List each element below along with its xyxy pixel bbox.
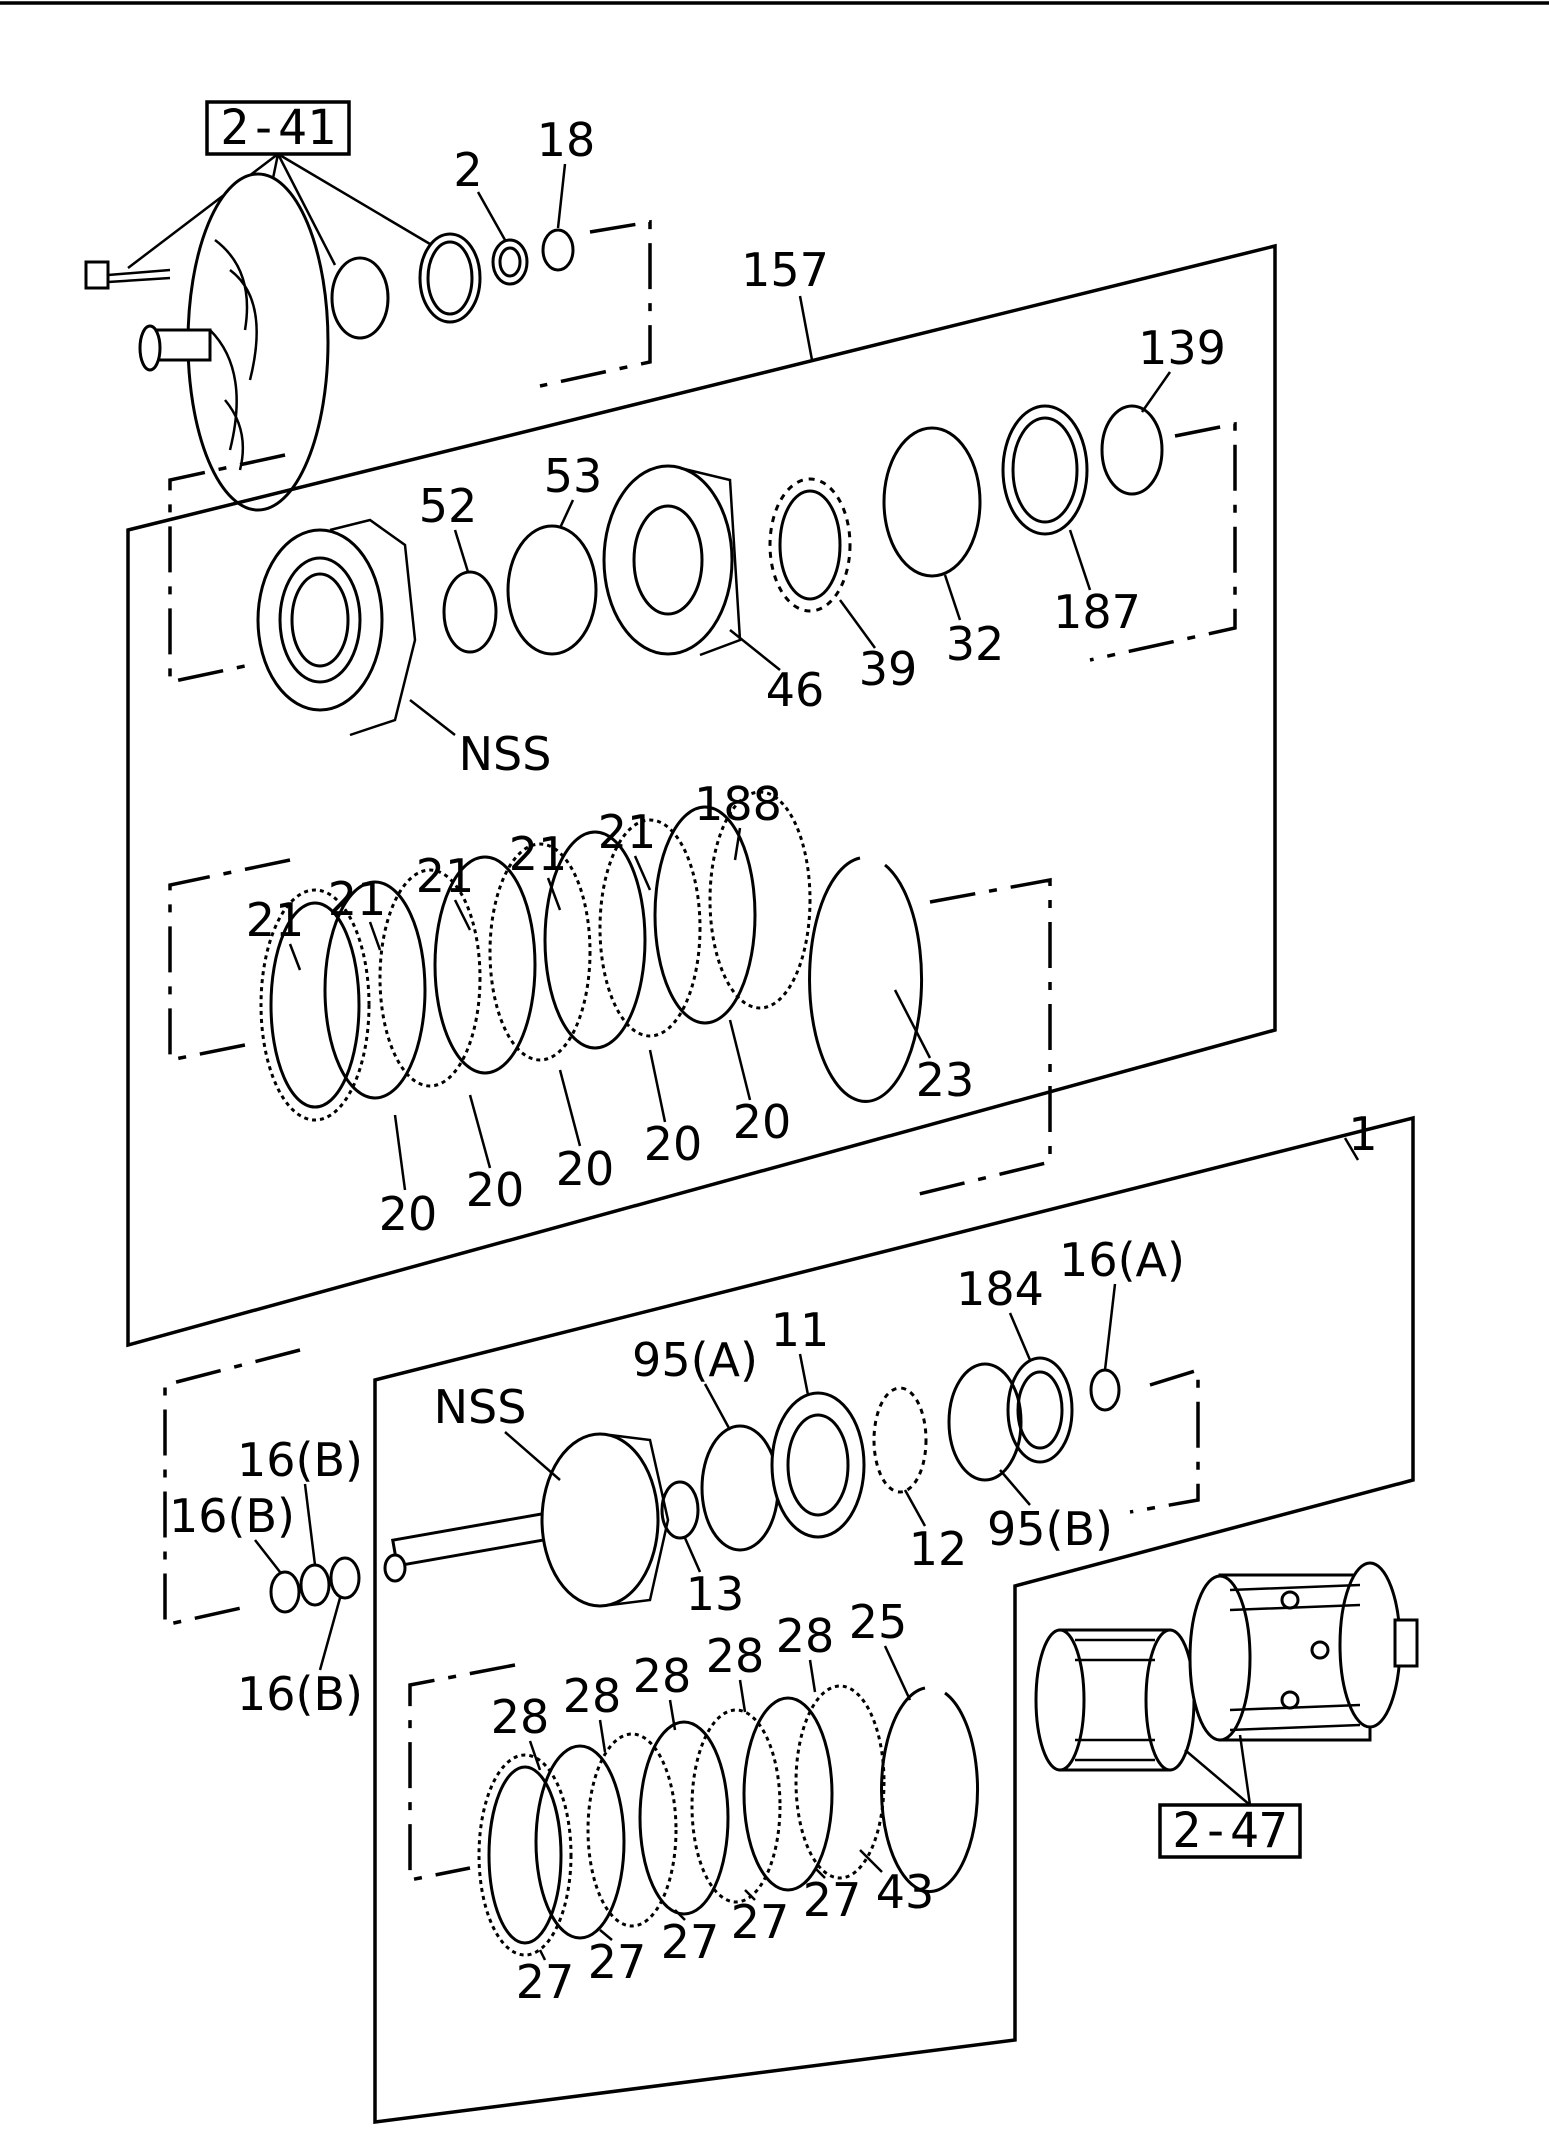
seal-ring-a <box>330 256 390 340</box>
callout-13: 13 <box>686 1567 745 1621</box>
callout-187: 187 <box>1053 585 1141 639</box>
callout-16b-c: 16(B) <box>237 1667 363 1721</box>
assembly-157: 157 52 53 NSS 46 <box>126 243 1277 1348</box>
spring-39 <box>768 477 852 613</box>
ring-18 <box>541 228 575 272</box>
bolt <box>84 260 171 290</box>
callout-157: 157 <box>741 243 829 297</box>
callout-27-a: 27 <box>516 1955 575 2009</box>
seal-ring-b <box>418 232 482 324</box>
seal-184 <box>1006 1356 1074 1464</box>
callout-21-a: 21 <box>246 893 305 947</box>
callout-nss-top: NSS <box>459 727 552 781</box>
callout-95b: 95(B) <box>987 1502 1113 1556</box>
small-gear-drum <box>1034 1628 1196 1772</box>
bushing-2 <box>491 238 529 286</box>
callout-23: 23 <box>916 1053 975 1107</box>
callout-188: 188 <box>694 777 782 831</box>
gear-set-2-47: 2-47 <box>1034 1561 1419 1859</box>
callout-27-e: 27 <box>803 1873 862 1927</box>
callout-28-a: 28 <box>491 1690 550 1744</box>
callout-20-d: 20 <box>644 1117 703 1171</box>
callout-43: 43 <box>876 1865 935 1919</box>
callout-21-e: 21 <box>598 805 657 859</box>
callout-nss-bottom: NSS <box>434 1380 527 1434</box>
callout-21-b: 21 <box>328 872 387 926</box>
callout-27-d: 27 <box>731 1895 790 1949</box>
callout-28-c: 28 <box>633 1649 692 1703</box>
callout-11: 11 <box>771 1303 830 1357</box>
callout-28-e: 28 <box>776 1609 835 1663</box>
ring-95a <box>700 1424 780 1552</box>
large-gear-drum <box>1188 1561 1419 1742</box>
callout-46: 46 <box>766 663 825 717</box>
callout-21-c: 21 <box>416 849 475 903</box>
assembly-1: 1 NSS 95(A) 11 13 <box>163 1107 1415 2124</box>
callout-21-d: 21 <box>509 827 568 881</box>
callout-39: 39 <box>859 642 918 696</box>
clutch-pack-1 <box>477 1684 886 1957</box>
callout-28-d: 28 <box>706 1629 765 1683</box>
callout-12: 12 <box>909 1522 968 1576</box>
ref-box-2-47-label: 2-47 <box>1172 1803 1288 1859</box>
callout-20-c: 20 <box>556 1142 615 1196</box>
piston-46 <box>602 464 742 657</box>
pump-body <box>138 172 330 512</box>
callout-184: 184 <box>956 1262 1044 1316</box>
ring-95b <box>947 1362 1023 1482</box>
snap-ring-23 <box>808 856 924 1103</box>
callout-16b-a: 16(B) <box>237 1433 363 1487</box>
bushing-16b-b <box>299 1563 331 1607</box>
seal-187 <box>1001 404 1089 536</box>
callout-53: 53 <box>544 449 603 503</box>
callout-25: 25 <box>849 1595 908 1649</box>
ring-53 <box>506 524 598 656</box>
callout-27-c: 27 <box>661 1915 720 1969</box>
ring-32 <box>882 426 982 578</box>
bushing-16b-c <box>329 1556 361 1600</box>
callout-16b-b: 16(B) <box>169 1489 295 1543</box>
ref-box-2-47 <box>1158 1803 1302 1859</box>
gear-11 <box>770 1391 866 1539</box>
ring-13 <box>660 1480 700 1540</box>
snap-ring-25 <box>880 1686 980 1893</box>
callout-32: 32 <box>946 617 1005 671</box>
bushing-16b-a <box>269 1570 301 1614</box>
snap-ring-139 <box>1100 404 1164 496</box>
callout-27-b: 27 <box>588 1935 647 1989</box>
gear-hub-nss <box>256 518 417 737</box>
bearing-12 <box>872 1386 928 1494</box>
callout-20-b: 20 <box>466 1163 525 1217</box>
ring-52 <box>442 570 498 654</box>
callout-52: 52 <box>419 479 478 533</box>
ring-16a <box>1089 1368 1121 1412</box>
callout-18: 18 <box>537 113 596 167</box>
callout-2: 2 <box>453 143 482 197</box>
callout-28-b: 28 <box>563 1669 622 1723</box>
callout-16a: 16(A) <box>1059 1233 1185 1287</box>
callout-20-a: 20 <box>379 1187 438 1241</box>
ref-box-2-41-label: 2-41 <box>220 100 336 156</box>
clutch-pack-157 <box>259 790 812 1122</box>
callout-20-e: 20 <box>733 1095 792 1149</box>
top-group: 2-41 2 18 <box>84 100 652 512</box>
shaft-gear-nss <box>383 1432 670 1608</box>
callout-95a: 95(A) <box>632 1333 758 1387</box>
callout-139: 139 <box>1138 321 1226 375</box>
